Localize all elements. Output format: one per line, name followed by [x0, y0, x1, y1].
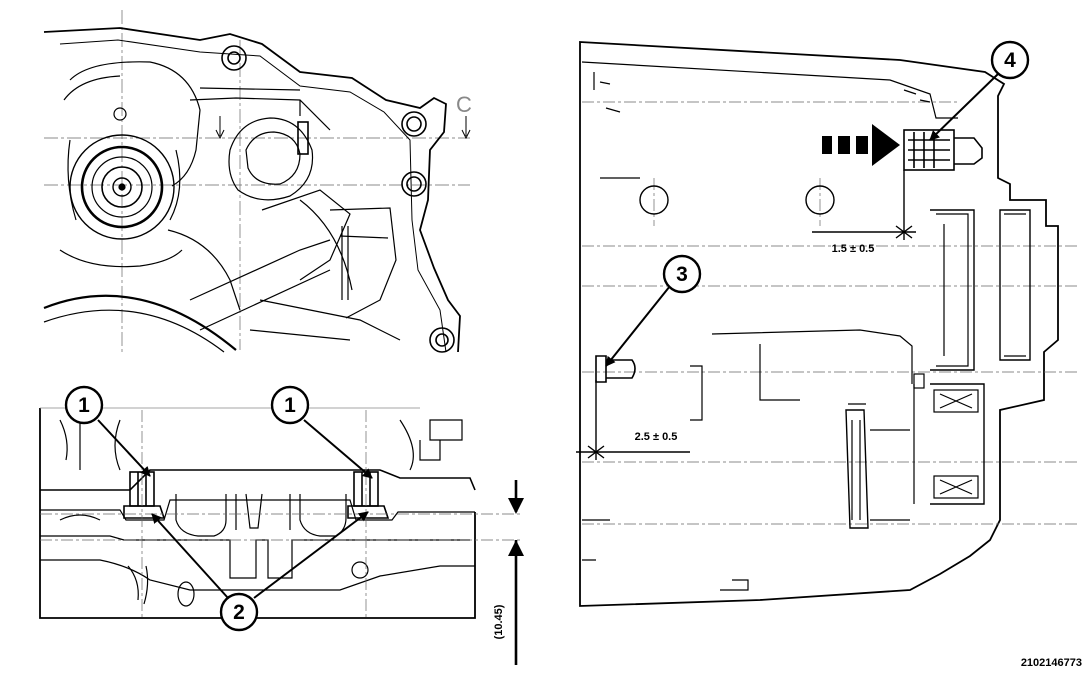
bolt-hole: [221, 45, 455, 353]
callout-1-left: 1: [64, 385, 104, 425]
svg-text:1: 1: [78, 394, 90, 417]
callout-2: 2: [219, 592, 259, 632]
panel-side-section: [579, 41, 1080, 607]
installation-direction-arrow: [822, 124, 900, 166]
dowel-pin: [129, 471, 379, 507]
figure-id: 2102146773: [1020, 657, 1082, 669]
section-letter: C: [456, 92, 472, 117]
gap-dimension-bottom: [576, 380, 690, 460]
callout-leaders-panel-c: [605, 73, 999, 367]
svg-text:1: 1: [284, 394, 296, 417]
gap-dimension-bottom-label: 2.5 ± 0.5: [635, 431, 678, 443]
panel-section-view: [39, 407, 520, 619]
depth-dimension: [508, 480, 524, 665]
callout-4: 4: [990, 40, 1030, 80]
panel-housing-face-view: [43, 10, 471, 353]
svg-text:2: 2: [233, 601, 245, 624]
callout-3: 3: [662, 254, 702, 294]
bushing-3: [595, 355, 636, 383]
svg-text:4: 4: [1004, 49, 1016, 72]
svg-text:3: 3: [676, 263, 688, 286]
depth-dimension-label: (10.45): [493, 604, 505, 639]
shaft-bore: [69, 134, 175, 240]
gap-dimension-top: [812, 170, 916, 240]
callout-leaders-panel-b: [97, 419, 373, 599]
gap-dimension-top-label: 1.5 ± 0.5: [832, 243, 875, 255]
bushing-4: [903, 129, 983, 171]
callout-1-right: 1: [270, 385, 310, 425]
